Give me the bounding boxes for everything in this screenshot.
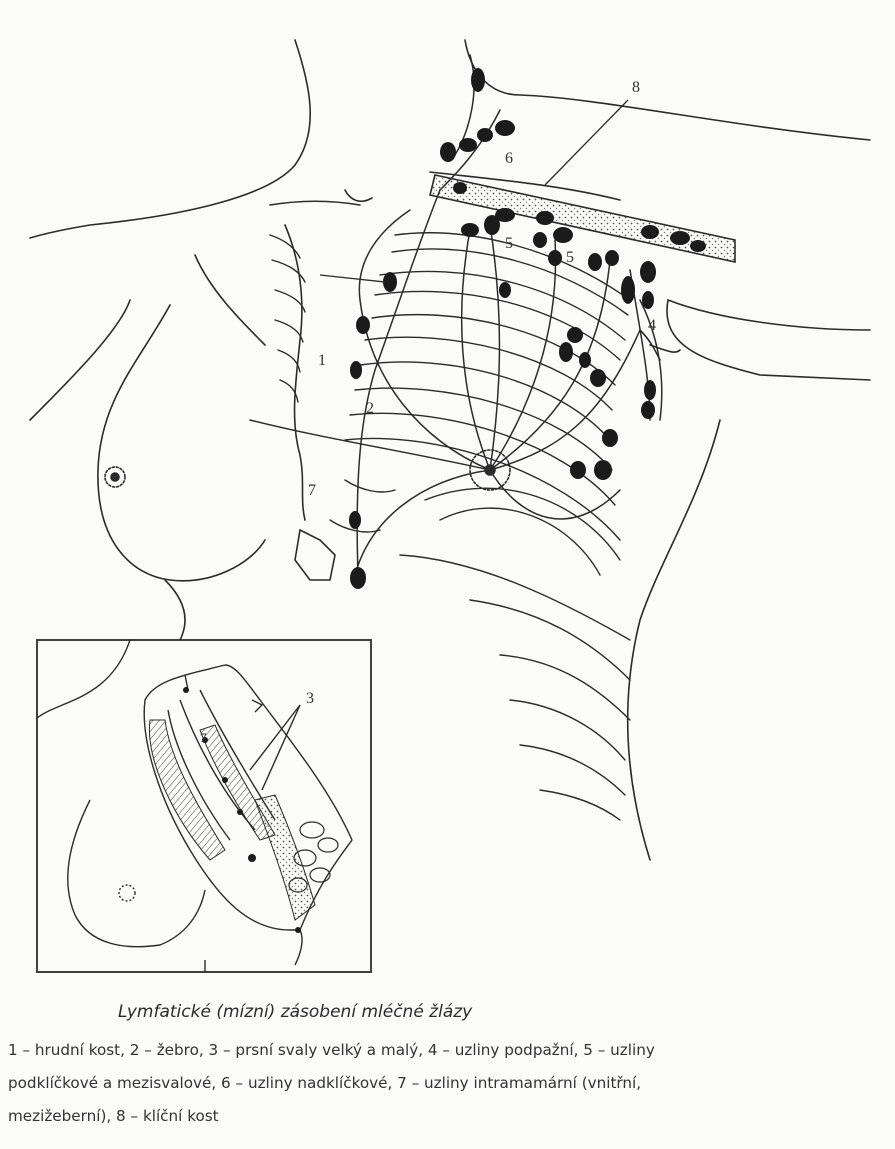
inset-label-7: 7	[200, 730, 207, 745]
left-torso-outline	[165, 580, 185, 640]
xiphoid	[295, 530, 335, 580]
label-7: 7	[308, 482, 316, 499]
legend-line-1: 1 – hrudní kost, 2 – žebro, 3 – prsní sv…	[8, 1034, 893, 1067]
sternum	[285, 225, 305, 520]
caption-legend: 1 – hrudní kost, 2 – žebro, 3 – prsní sv…	[8, 1034, 893, 1133]
neck-left-outline	[30, 40, 310, 238]
left-side-outline	[30, 300, 130, 420]
torso-right-outline	[628, 420, 720, 860]
breast-outline	[98, 305, 265, 581]
label-6: 6	[505, 150, 513, 167]
label-2: 2	[366, 400, 374, 417]
clavicle	[430, 175, 735, 262]
label-1: 1	[318, 352, 326, 369]
label-4: 4	[648, 317, 656, 334]
shoulder-right-outline	[667, 300, 870, 380]
label-5a: 5	[505, 235, 513, 252]
neck-right-outline	[465, 40, 870, 140]
lymphatic-anatomy-illustration: 1 2 4 5 5 6 7 8	[0, 0, 895, 1000]
label-5b: 5	[566, 249, 574, 266]
inset-cross-section: 3 7	[37, 640, 371, 972]
left-arm-outline	[195, 255, 265, 345]
caption-title: Lymfatické (mízní) zásobení mléčné žlázy	[118, 1002, 472, 1022]
label-8: 8	[632, 79, 640, 96]
legend-line-3: mezižeberní), 8 – klíční kost	[8, 1100, 893, 1133]
inset-label-3: 3	[306, 690, 314, 707]
legend-line-2: podklíčkové a mezisvalové, 6 – uzliny na…	[8, 1067, 893, 1100]
